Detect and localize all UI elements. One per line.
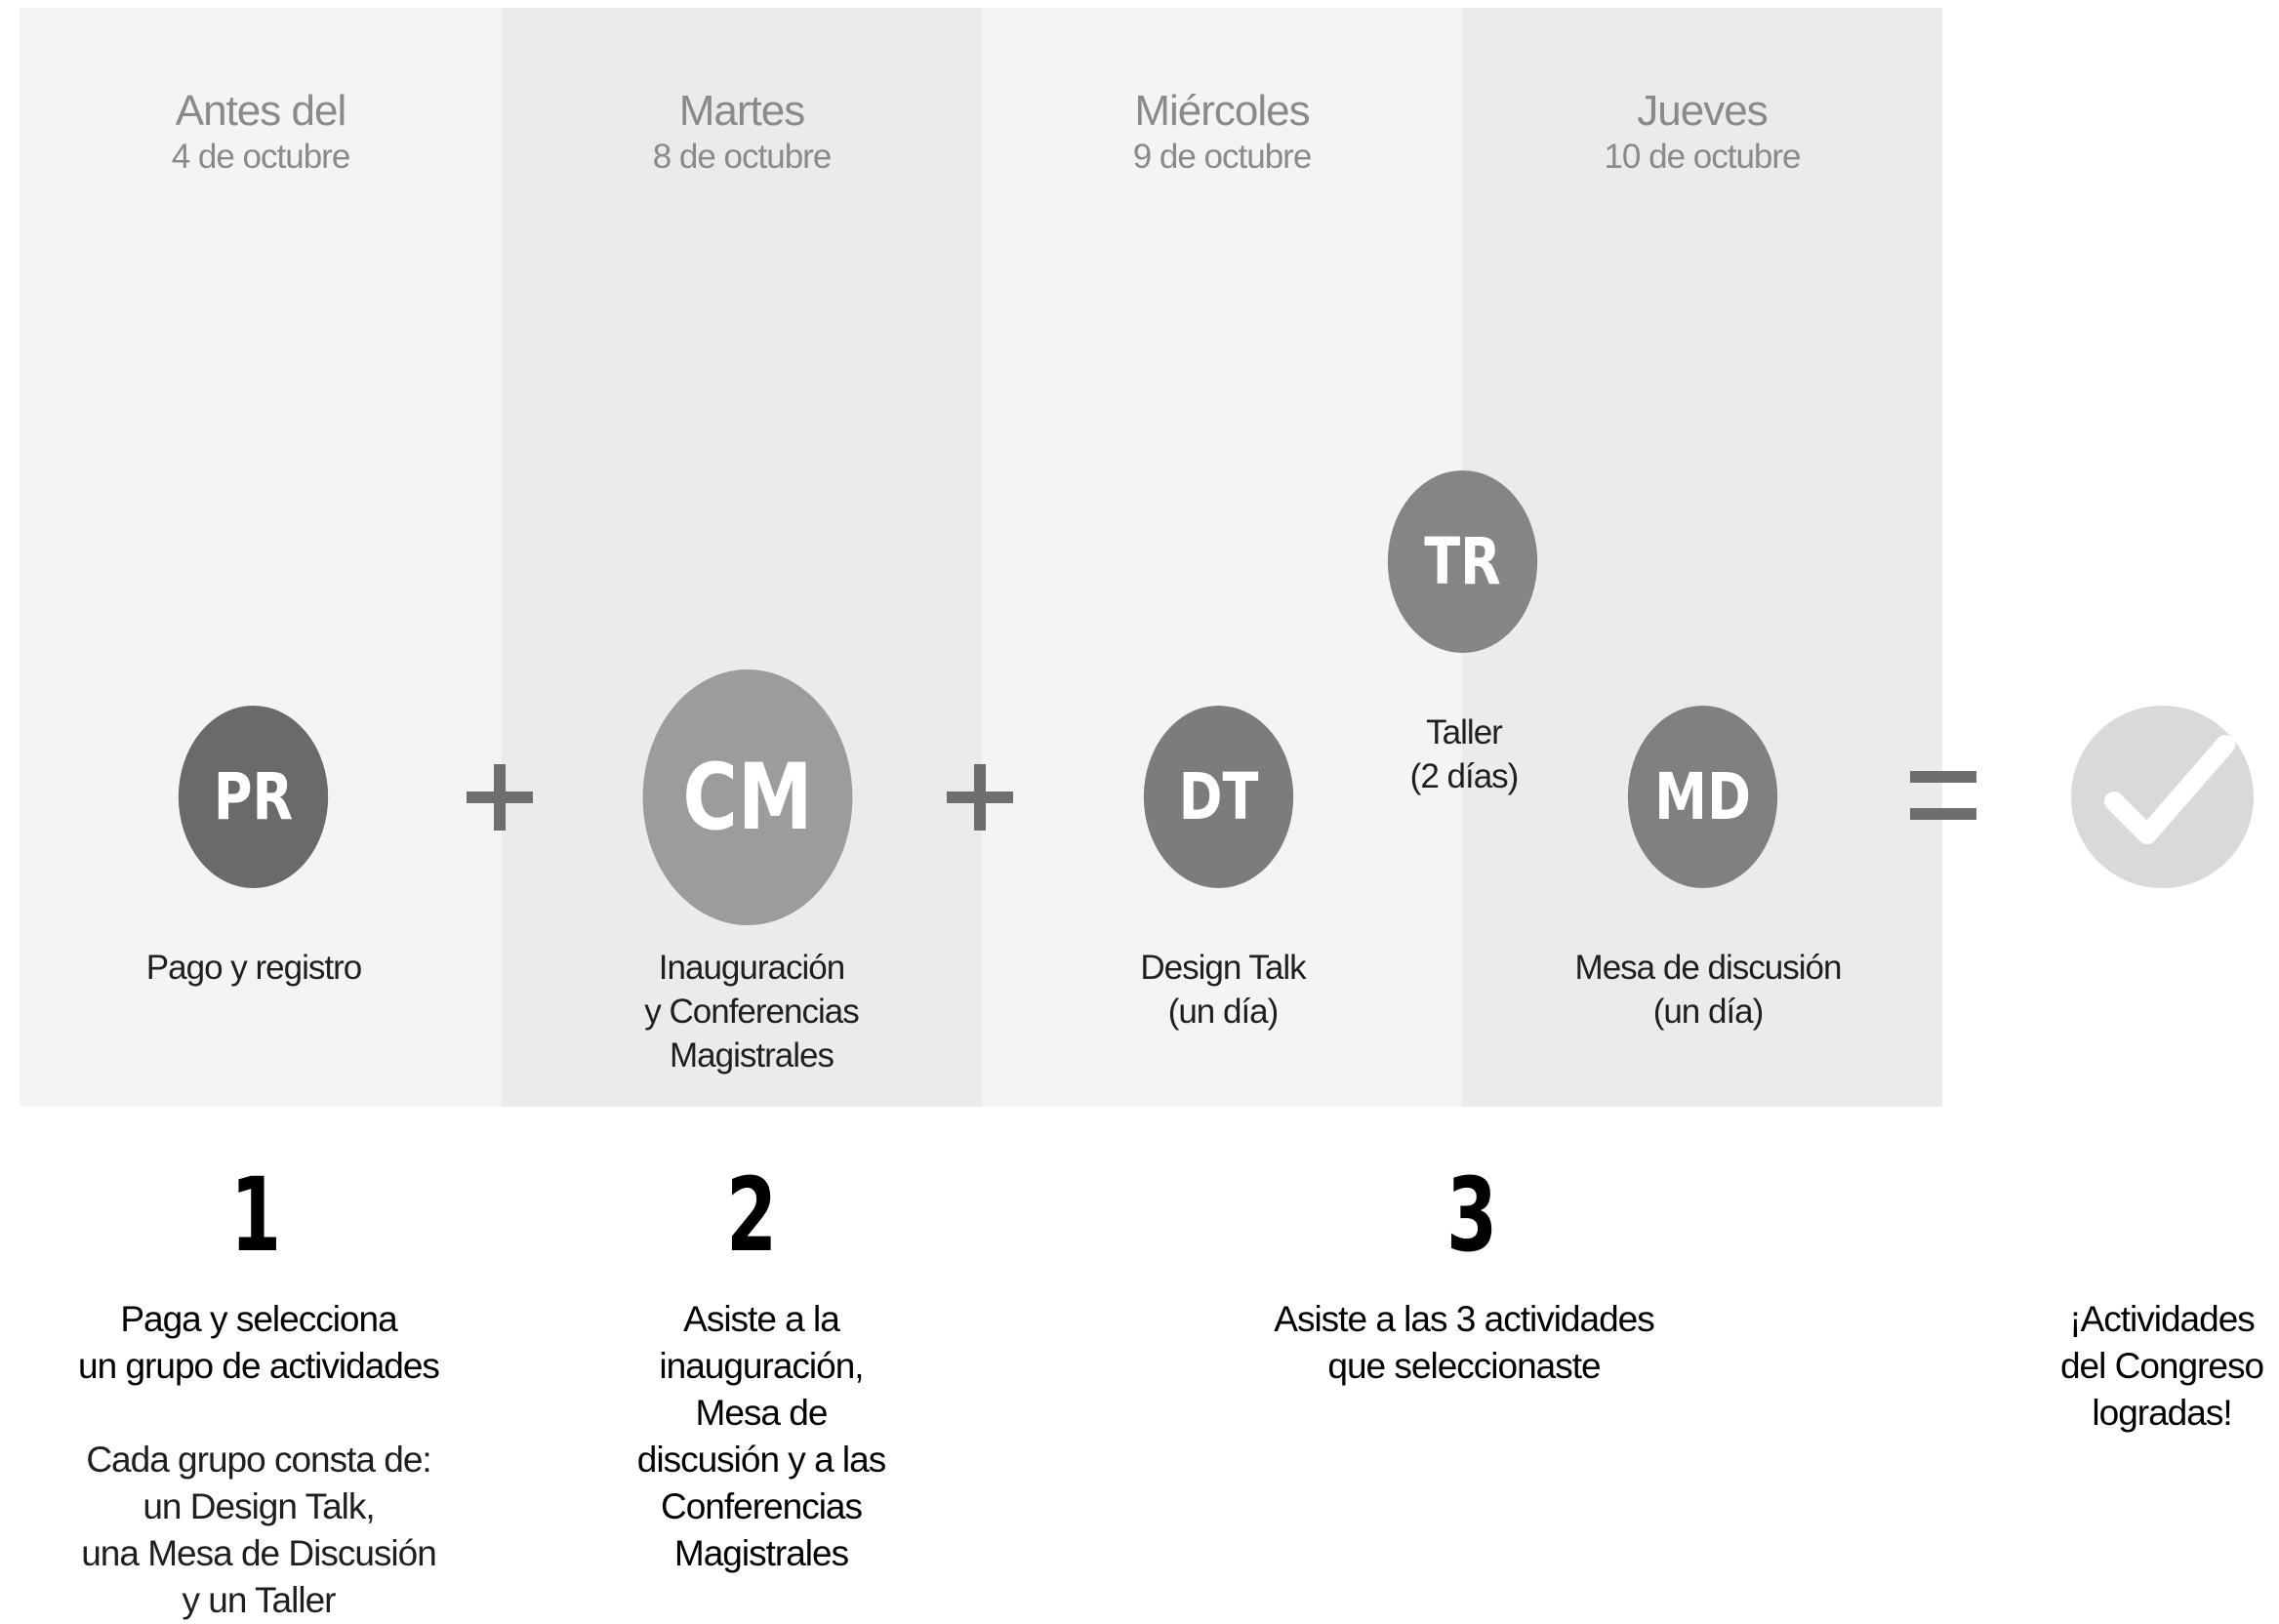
equals-icon: [1910, 771, 1976, 820]
step-text-3: Asiste a las 3 actividades que seleccion…: [1274, 1299, 1654, 1386]
checkmark-icon: [2071, 706, 2254, 888]
plus-icon: [467, 764, 533, 831]
column-day: Martes: [678, 87, 805, 135]
column-date: 4 de octubre: [171, 138, 351, 176]
column-header-jueves: Jueves 10 de octubre: [1462, 86, 1942, 178]
activity-label-cm: Inauguración y Conferencias Magistrales: [644, 949, 859, 1075]
step-number-1: 1: [229, 1156, 282, 1275]
activity-code: CM: [682, 744, 813, 851]
column-day: Miércoles: [1134, 87, 1310, 135]
step-subtext-1: Cada grupo consta de: un Design Talk, un…: [81, 1440, 437, 1620]
column-date: 9 de octubre: [1132, 138, 1313, 176]
column-date: 8 de octubre: [652, 138, 833, 176]
column-day: Jueves: [1637, 87, 1768, 135]
activity-label-pr: Pago y registro: [145, 949, 362, 987]
activity-code: MD: [1654, 759, 1751, 834]
activity-circle-cm: CM: [642, 670, 853, 925]
column-date: 10 de octubre: [1604, 138, 1801, 176]
column-background-jueves: [1462, 8, 1942, 1107]
activity-label-dt: Design Talk (un día): [1140, 949, 1306, 1031]
activity-circle-dt: DT: [1143, 706, 1294, 888]
activity-label-tr: Taller (2 días): [1409, 713, 1520, 795]
activity-code: DT: [1178, 759, 1259, 834]
column-background-antes: [20, 8, 502, 1107]
activity-circle-md: MD: [1627, 706, 1778, 888]
activity-code: PR: [213, 759, 294, 834]
step-number-3: 3: [1445, 1156, 1498, 1275]
column-background-miercoles: [982, 8, 1462, 1107]
activity-circle-tr: TR: [1387, 470, 1538, 653]
column-header-martes: Martes 8 de octubre: [502, 86, 982, 178]
plus-icon: [947, 764, 1013, 831]
step-text-1: Paga y selecciona un grupo de actividade…: [78, 1299, 440, 1386]
column-header-miercoles: Miércoles 9 de octubre: [982, 86, 1462, 178]
column-day: Antes del: [175, 87, 346, 135]
step-text-2: Asiste a la inauguración, Mesa de discus…: [636, 1299, 886, 1573]
activity-circle-pr: PR: [178, 706, 329, 888]
activity-code: TR: [1424, 524, 1501, 599]
step-number-2: 2: [725, 1156, 778, 1275]
activity-label-md: Mesa de discusión (un día): [1574, 949, 1843, 1031]
result-text: ¡Actividades del Congreso logradas!: [2059, 1299, 2264, 1433]
column-header-antes: Antes del 4 de octubre: [20, 86, 502, 178]
